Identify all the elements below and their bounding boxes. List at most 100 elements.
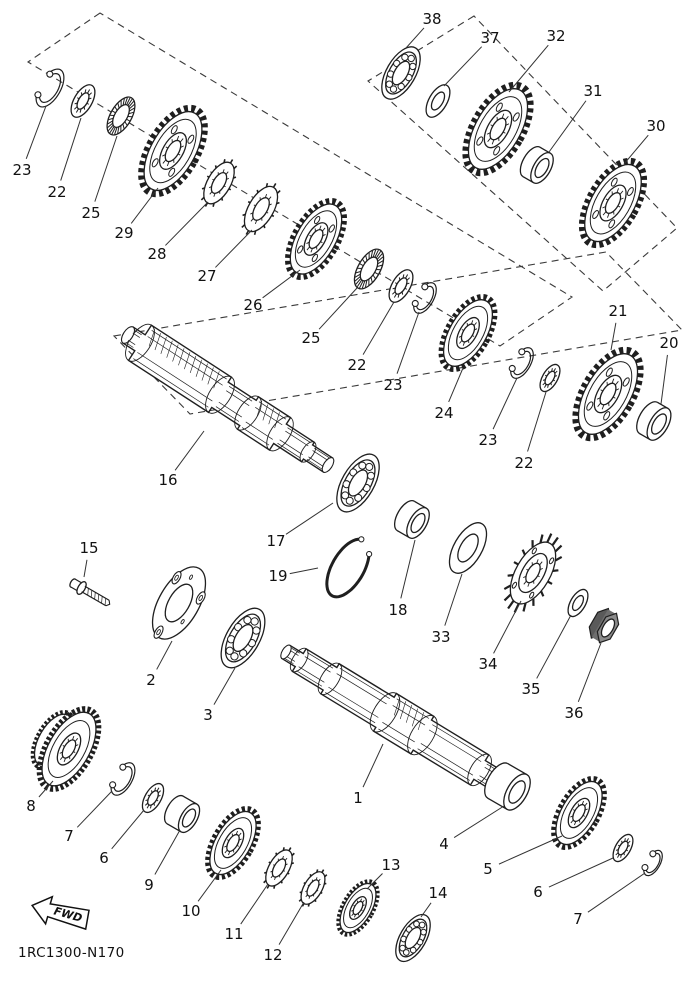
part-label-22: 22 <box>514 454 533 472</box>
part-11-toothed_washer <box>263 847 295 889</box>
part-25-needle_bearing <box>353 248 385 290</box>
part-35-washer <box>567 588 589 618</box>
part-label-27: 27 <box>197 267 216 285</box>
leader-line <box>289 567 319 575</box>
part-5-gear <box>551 776 607 850</box>
part-13-gear <box>336 879 380 937</box>
part-23-circlip <box>34 68 65 108</box>
leader-line <box>94 135 118 202</box>
assembly-boundary <box>112 251 684 415</box>
leader-line <box>285 502 334 535</box>
leader-line <box>623 134 649 165</box>
part-21-gear <box>572 346 644 442</box>
part-label-23: 23 <box>383 376 402 394</box>
boundaries-layer <box>26 12 684 415</box>
part-label-20: 20 <box>659 334 678 352</box>
part-label-37: 37 <box>480 29 499 47</box>
part-label-33: 33 <box>431 628 450 646</box>
leader-line <box>492 377 518 430</box>
leader-line <box>610 322 617 351</box>
leader-line <box>508 44 549 93</box>
leader-line <box>577 642 602 702</box>
part-25-needle_bearing <box>106 96 136 136</box>
part-37-washer <box>425 84 451 118</box>
part-22-splined_washer <box>539 363 561 393</box>
part-6-splined_washer <box>612 833 634 863</box>
part-shaft-16 <box>120 323 335 473</box>
part-label-2: 2 <box>146 671 156 689</box>
part-label-34: 34 <box>478 655 497 673</box>
part-label-6: 6 <box>99 849 109 867</box>
part-label-28: 28 <box>147 245 166 263</box>
leader-line <box>443 46 483 87</box>
leader-line <box>493 600 522 654</box>
part-label-8: 8 <box>26 797 36 815</box>
leader-line <box>76 790 113 828</box>
leader-line <box>420 902 432 918</box>
shafts-layer <box>120 323 514 797</box>
part-label-35: 35 <box>521 680 540 698</box>
part-label-19: 19 <box>268 567 287 585</box>
parts-layer <box>30 46 672 963</box>
diagram-code: 1RC1300-N170 <box>18 945 125 961</box>
part-36-nut <box>588 607 620 644</box>
part-label-23: 23 <box>12 161 31 179</box>
leader-line <box>60 117 82 181</box>
leader-line <box>444 573 463 626</box>
part-22-splined_washer <box>70 84 96 118</box>
part-7-circlip <box>641 849 663 877</box>
part-label-7: 7 <box>573 910 583 928</box>
part-9-collar <box>163 794 201 834</box>
part-label-6: 6 <box>533 883 543 901</box>
part-20-collar <box>636 401 672 441</box>
leader-line <box>548 100 587 153</box>
part-38-ball_bearing <box>381 46 421 100</box>
leader-line <box>366 873 383 890</box>
part-label-15: 15 <box>79 539 98 557</box>
leader-line <box>156 640 173 670</box>
part-label-3: 3 <box>203 706 213 724</box>
part-label-38: 38 <box>422 10 441 28</box>
part-6-splined_washer <box>141 782 165 814</box>
leader-line <box>362 301 395 355</box>
part-28-toothed_washer <box>200 159 238 207</box>
part-label-7: 7 <box>64 827 74 845</box>
leader-line <box>215 229 253 268</box>
part-label-1: 1 <box>353 789 363 807</box>
leader-line <box>278 901 305 945</box>
part-label-26: 26 <box>243 296 262 314</box>
part-label-30: 30 <box>646 117 665 135</box>
leader-line <box>197 869 222 902</box>
fwd-arrow: FWD <box>30 895 90 931</box>
leader-line <box>154 829 181 875</box>
leader-line <box>240 883 269 925</box>
leader-line <box>213 667 236 705</box>
part-label-31: 31 <box>583 82 602 100</box>
part-33-washer <box>448 522 488 574</box>
part-32-gear <box>462 81 534 177</box>
leader-line <box>362 743 384 788</box>
part-3-ball_bearing <box>220 607 266 669</box>
leader-line <box>38 780 54 798</box>
leader-line <box>536 614 572 679</box>
part-label-9: 9 <box>144 876 154 894</box>
part-19-big_circlip <box>325 536 373 599</box>
leader-line <box>448 367 464 403</box>
part-label-36: 36 <box>564 704 583 722</box>
leader-line <box>165 201 209 246</box>
part-label-18: 18 <box>388 601 407 619</box>
part-34-sprocket <box>503 533 563 613</box>
leader-line <box>660 354 668 405</box>
part-label-17: 17 <box>266 532 285 550</box>
part-label-23: 23 <box>478 431 497 449</box>
assembly-boundary <box>26 12 574 347</box>
leader-line <box>453 805 505 839</box>
leader-line <box>400 539 416 599</box>
part-15-bolt <box>69 578 111 607</box>
leader-line <box>396 311 420 374</box>
leader-line <box>111 809 145 850</box>
part-label-13: 13 <box>381 856 400 874</box>
part-label-11: 11 <box>224 925 243 943</box>
